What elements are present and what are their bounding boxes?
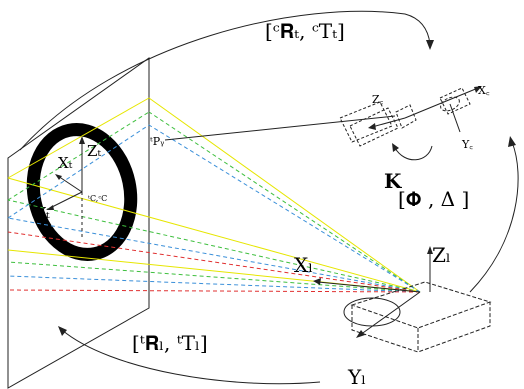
yt-axis bbox=[49, 191, 83, 209]
top-transform-label: [ᶜ𝐑ₜ, ᶜTₜ] bbox=[265, 19, 345, 43]
bottom-transform-label: [ᵗ𝐑ₗ, ᵗTₗ] bbox=[132, 331, 208, 355]
ray-red-2 bbox=[7, 289, 421, 293]
yc-label: Y꜀ bbox=[461, 138, 473, 151]
target-ring bbox=[26, 123, 138, 261]
laser-base bbox=[343, 281, 492, 353]
ray-blue-2 bbox=[7, 275, 421, 293]
zt-label: Zₜ bbox=[87, 142, 101, 160]
target-scan-lines bbox=[7, 97, 150, 219]
zt-arrowhead bbox=[79, 136, 85, 144]
zc-arrowhead bbox=[368, 123, 376, 130]
zc-axis bbox=[371, 117, 406, 128]
laser-rays bbox=[7, 97, 421, 293]
yl-label: Yₗ bbox=[347, 365, 366, 389]
xl-label: Xₗ bbox=[294, 253, 313, 277]
k-arrow bbox=[394, 145, 433, 161]
py-to-camera-line bbox=[164, 115, 396, 141]
xl-axis bbox=[317, 281, 421, 293]
ray-yellow-3 bbox=[148, 97, 421, 293]
ray-green-3 bbox=[148, 111, 421, 293]
camera-back bbox=[439, 87, 471, 115]
camera-ring bbox=[440, 96, 460, 112]
yc-axis bbox=[449, 103, 461, 133]
camera-lens bbox=[395, 104, 417, 129]
xt-axis bbox=[57, 175, 83, 193]
xt-label: Xₜ bbox=[58, 154, 73, 172]
top-arrowhead bbox=[426, 40, 434, 50]
bottom-arrowhead bbox=[58, 326, 67, 336]
top-transform-arrow bbox=[19, 10, 431, 151]
camera bbox=[339, 87, 471, 147]
center-label: ᵗC,ᶜC bbox=[88, 194, 107, 203]
camera-body-1 bbox=[339, 101, 393, 143]
ray-blue-3 bbox=[148, 124, 421, 293]
phi-delta-label: [𝚽 , Δ ] bbox=[398, 187, 469, 211]
k-arrowhead bbox=[392, 143, 399, 152]
yt-label: Yₜ bbox=[35, 204, 50, 222]
base-top bbox=[350, 281, 492, 329]
xc-arrowhead bbox=[474, 86, 482, 93]
scan-line bbox=[7, 97, 150, 179]
ray-green-1 bbox=[7, 199, 421, 293]
xl-arrowhead bbox=[313, 278, 321, 285]
py-label: ᵗPᵧ bbox=[150, 135, 164, 148]
target-plane bbox=[7, 57, 150, 389]
xt-arrowhead bbox=[55, 174, 62, 180]
phi-delta-arrow bbox=[469, 141, 519, 293]
bottom-transform-arrow bbox=[61, 329, 321, 385]
phi-delta-arrowhead bbox=[508, 136, 516, 147]
yt-arrowhead bbox=[46, 205, 54, 210]
zc-label: Z꜀ bbox=[372, 93, 384, 106]
xc-label: X꜀ bbox=[478, 84, 490, 97]
target-frame bbox=[49, 140, 83, 240]
ray-red-1 bbox=[7, 231, 421, 293]
zl-arrowhead bbox=[427, 246, 433, 254]
yl-arrowhead bbox=[356, 330, 365, 338]
xc-axis bbox=[404, 87, 479, 119]
ray-green-2 bbox=[7, 261, 421, 293]
ray-yellow-1 bbox=[7, 177, 421, 293]
k-label: 𝐊 bbox=[384, 169, 402, 193]
yl-axis bbox=[359, 291, 421, 336]
zl-label: Zₗ bbox=[432, 243, 451, 267]
scan-line bbox=[7, 124, 150, 219]
